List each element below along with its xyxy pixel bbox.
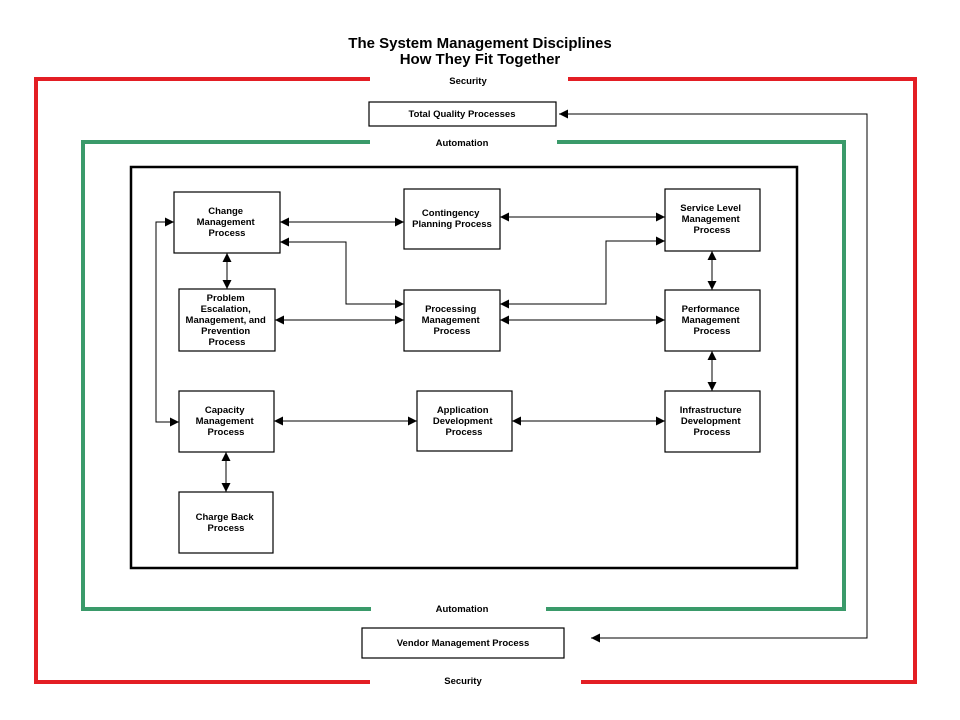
total-quality-rect — [368, 101, 557, 127]
node-infrastructure-development-label: Infrastructure Development Process — [680, 405, 744, 438]
node-contingency-planning: Contingency Planning Process — [403, 188, 501, 250]
node-processing-management-line: Management — [422, 315, 481, 326]
node-service-level-management-line: Management — [682, 214, 741, 225]
diagram-title-line2: How They Fit Together — [400, 51, 561, 68]
node-application-development-line: Development — [433, 416, 493, 427]
node-change-management-line: Change — [208, 206, 243, 217]
node-service-level-management-rect — [664, 188, 761, 252]
node-contingency-planning-line: Planning Process — [412, 219, 492, 230]
node-problem-escalation-label: Problem Escalation, Management, and Prev… — [186, 293, 269, 348]
node-change-management-line: Process — [209, 228, 246, 239]
node-processing-management: Processing Management Process — [403, 289, 501, 352]
node-application-development-line: Process — [446, 427, 483, 438]
node-change-management-label: Change Management Process — [197, 206, 258, 239]
node-problem-escalation-line: Prevention — [201, 326, 250, 337]
node-charge-back-line: Process — [208, 523, 245, 534]
total-quality-label: Total Quality Processes — [408, 109, 515, 120]
node-capacity-management-line: Process — [208, 427, 245, 438]
node-performance-management: Performance Management Process — [664, 289, 761, 352]
node-capacity-management-rect — [178, 390, 275, 453]
automation-frame — [81, 140, 846, 611]
node-service-level-management-line: Service Level — [680, 203, 741, 214]
node-application-development-rect — [416, 390, 513, 452]
connector-total-quality-vendor-management — [559, 109, 868, 643]
node-contingency-planning-label: Contingency Planning Process — [412, 208, 492, 230]
node-service-level-management-line: Process — [694, 225, 731, 236]
node-performance-management-line: Management — [682, 315, 741, 326]
node-performance-management-line: Performance — [682, 304, 740, 315]
node-processing-management-line: Processing — [425, 304, 476, 315]
node-application-development-label: Application Development Process — [433, 405, 495, 438]
vendor-management-label: Vendor Management Process — [397, 638, 530, 649]
connector-service-level-processing — [500, 236, 665, 309]
node-processing-management-label: Processing Management Process — [422, 304, 483, 337]
connector-change-capacity — [155, 217, 179, 427]
connector-change-processing — [280, 237, 404, 309]
node-problem-escalation-line: Problem — [207, 293, 245, 304]
security-label-bottom: Security — [444, 676, 482, 687]
node-change-management-line: Management — [197, 217, 256, 228]
process-connectors — [155, 212, 717, 492]
diagram-title-line1: The System Management Disciplines — [348, 35, 611, 52]
node-infrastructure-development-line: Development — [681, 416, 741, 427]
node-charge-back: Charge Back Process — [178, 491, 274, 554]
vendor-management-box: Vendor Management Process — [361, 627, 565, 659]
node-infrastructure-development-rect — [664, 390, 761, 453]
node-performance-management-label: Performance Management Process — [682, 304, 743, 337]
node-change-management-rect — [173, 191, 281, 254]
node-infrastructure-development: Infrastructure Development Process — [664, 390, 761, 453]
node-performance-management-rect — [664, 289, 761, 352]
node-capacity-management-label: Capacity Management Process — [196, 405, 257, 438]
node-change-management: Change Management Process — [173, 191, 281, 254]
node-service-level-management: Service Level Management Process — [664, 188, 761, 252]
node-processing-management-line: Process — [434, 326, 471, 337]
node-infrastructure-development-line: Process — [694, 427, 731, 438]
security-frame-right — [568, 77, 917, 684]
node-problem-escalation-line: Process — [209, 337, 246, 348]
node-application-development-line: Application — [437, 405, 489, 416]
automation-frame-right — [546, 140, 846, 611]
node-charge-back-label: Charge Back Process — [196, 512, 257, 534]
node-problem-escalation-line: Escalation, — [201, 304, 251, 315]
process-frame — [129, 165, 799, 570]
node-problem-escalation-rect — [178, 288, 276, 352]
security-label-top: Security — [449, 76, 487, 87]
node-performance-management-line: Process — [694, 326, 731, 337]
node-capacity-management: Capacity Management Process — [178, 390, 275, 453]
total-quality-box: Total Quality Processes — [368, 101, 557, 127]
node-capacity-management-line: Capacity — [205, 405, 245, 416]
security-frame — [34, 77, 917, 684]
node-charge-back-line: Charge Back — [196, 512, 255, 523]
node-infrastructure-development-line: Infrastructure — [680, 405, 742, 416]
node-contingency-planning-rect — [403, 188, 501, 250]
node-charge-back-rect — [178, 491, 274, 554]
node-problem-escalation-line: Management, and — [186, 315, 266, 326]
automation-label-bottom: Automation — [436, 604, 489, 615]
node-contingency-planning-line: Contingency — [422, 208, 480, 219]
automation-label-top: Automation — [436, 138, 489, 149]
node-processing-management-rect — [403, 289, 501, 352]
node-application-development: Application Development Process — [416, 390, 513, 452]
vendor-management-rect — [361, 627, 565, 659]
node-problem-escalation: Problem Escalation, Management, and Prev… — [178, 288, 276, 352]
security-frame-left — [34, 77, 370, 684]
node-service-level-management-label: Service Level Management Process — [680, 203, 743, 236]
automation-frame-left — [81, 140, 371, 611]
node-capacity-management-line: Management — [196, 416, 255, 427]
